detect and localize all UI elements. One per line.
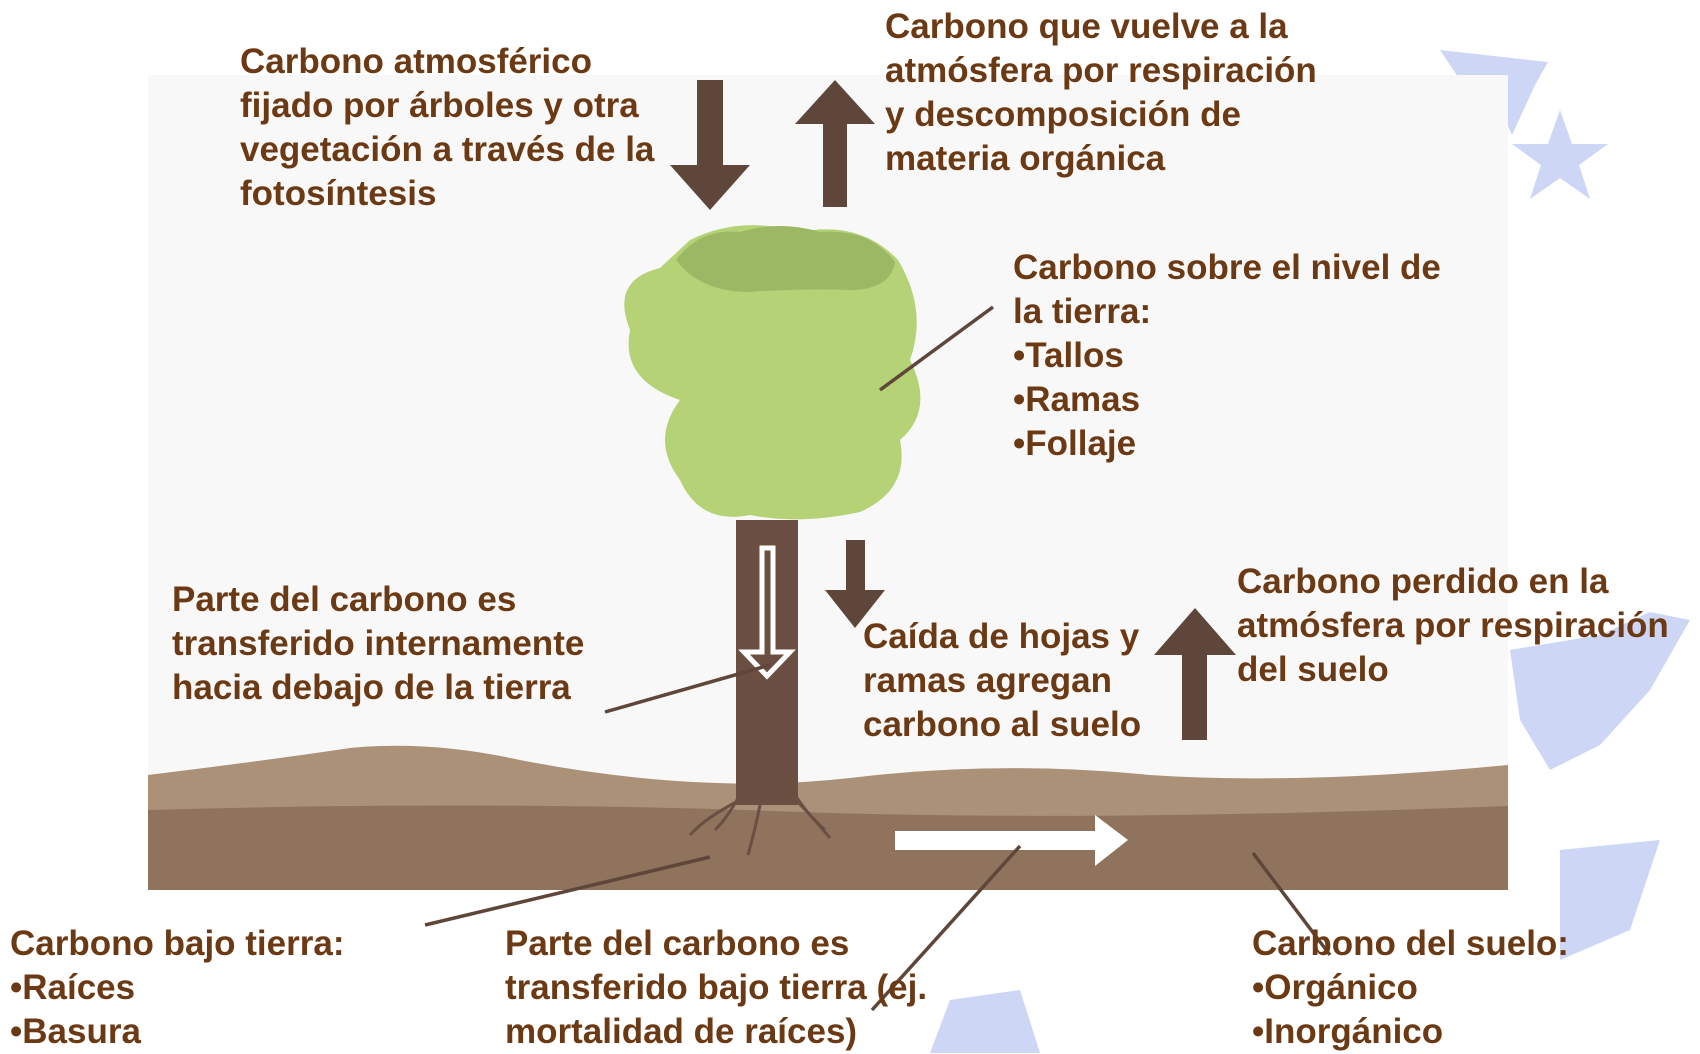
litterfall-arrow — [825, 540, 885, 628]
background-stars — [930, 50, 1690, 1053]
tree-canopy — [624, 225, 921, 520]
soil-respiration-arrow — [1154, 608, 1236, 740]
internal-flow-arrow — [738, 545, 796, 680]
tree — [624, 225, 921, 856]
star-icon — [1560, 840, 1660, 960]
leader-line-belowground-transfer — [870, 844, 1022, 1012]
belowground-transfer-label: Parte del carbono es transferido bajo ti… — [505, 924, 928, 1051]
leader-line-internal — [604, 663, 771, 714]
leader-line-soil — [1251, 851, 1332, 957]
belowground-carbon-label: Carbono bajo tierra: •Raíces •Basura — [10, 924, 345, 1051]
soil-respiration-loss-label: Carbono perdido en la atmósfera por resp… — [1237, 562, 1669, 689]
soil-carbon-label: Carbono del suelo: •Orgánico •Inorgánico — [1252, 924, 1569, 1051]
return-to-atmosphere-label: Carbono que vuelve a la atmósfera por re… — [885, 7, 1317, 178]
leader-line-aboveground — [878, 305, 995, 392]
star-icon — [1512, 110, 1608, 199]
leader-line-belowground — [424, 855, 711, 927]
tree-trunk — [736, 520, 798, 805]
respiration-arrow — [795, 80, 875, 207]
tree-canopy-top — [676, 226, 895, 292]
aboveground-carbon-label: Carbono sobre el nivel de la tierra: •Ta… — [1013, 248, 1441, 463]
star-icon — [930, 990, 1040, 1053]
photosynthesis-arrow — [670, 80, 750, 210]
internal-transfer-label: Parte del carbono es transferido interna… — [172, 580, 585, 707]
tree-roots — [688, 789, 832, 856]
leader-lines — [424, 305, 1332, 1012]
atmospheric-fixation-label: Carbono atmosférico fijado por árboles y… — [240, 42, 655, 213]
star-icon — [1510, 612, 1690, 770]
soil-bottom-layer — [148, 805, 1508, 890]
soil-flow-arrow — [895, 815, 1128, 866]
litterfall-label: Caída de hojas y ramas agregan carbono a… — [863, 617, 1142, 744]
